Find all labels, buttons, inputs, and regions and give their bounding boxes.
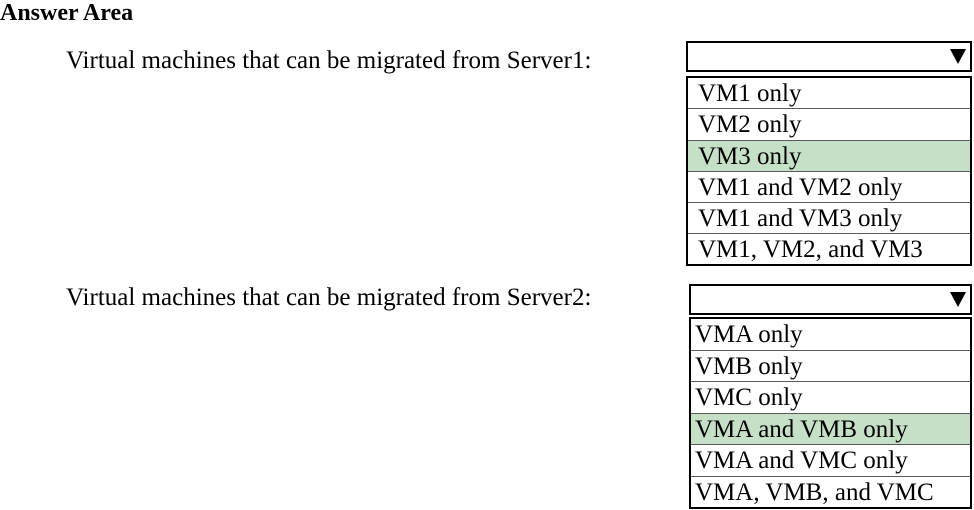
server1-dropdown[interactable] bbox=[686, 41, 972, 72]
option-vm2-only[interactable]: VM2 only bbox=[688, 109, 970, 141]
question-label-server2: Virtual machines that can be migrated fr… bbox=[66, 284, 592, 311]
option-vm1-and-vm2-only[interactable]: VM1 and VM2 only bbox=[688, 172, 970, 204]
server1-options-list: VM1 only VM2 only VM3 only VM1 and VM2 o… bbox=[686, 76, 972, 266]
option-vma-and-vmb-only[interactable]: VMA and VMB only bbox=[691, 413, 970, 446]
option-vm3-only[interactable]: VM3 only bbox=[688, 140, 970, 172]
dropdown-arrow-icon bbox=[950, 49, 966, 64]
option-vmc-only[interactable]: VMC only bbox=[691, 382, 970, 414]
option-vm1-only[interactable]: VM1 only bbox=[688, 78, 970, 110]
dropdown-arrow-icon bbox=[950, 292, 966, 307]
option-vmb-only[interactable]: VMB only bbox=[691, 351, 970, 383]
option-vm1-vm2-and-vm3[interactable]: VM1, VM2, and VM3 bbox=[698, 236, 923, 264]
server2-dropdown[interactable] bbox=[689, 284, 972, 315]
option-vma-and-vmc-only[interactable]: VMA and VMC only bbox=[691, 445, 970, 477]
question-label-server1: Virtual machines that can be migrated fr… bbox=[66, 47, 592, 74]
option-vma-only[interactable]: VMA only bbox=[691, 319, 970, 351]
option-vma-vmb-and-vmc[interactable]: VMA, VMB, and VMC bbox=[695, 478, 934, 506]
answer-area-heading: Answer Area bbox=[0, 0, 134, 26]
option-vm1-and-vm3-only[interactable]: VM1 and VM3 only bbox=[688, 203, 970, 235]
server2-options-list: VMA only VMB only VMC only VMA and VMB o… bbox=[689, 317, 972, 509]
